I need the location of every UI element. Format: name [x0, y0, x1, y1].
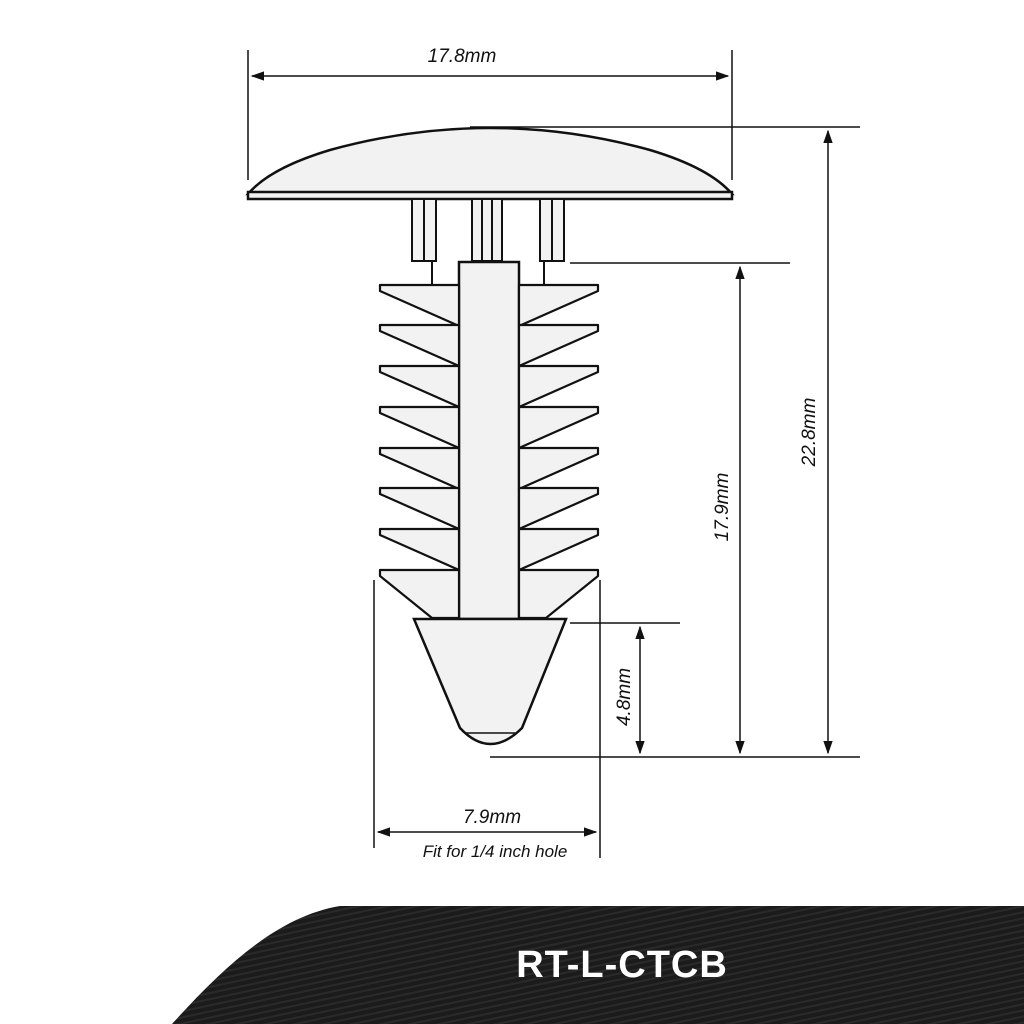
fin-diameter-label: 7.9mm — [463, 807, 521, 828]
head-width-label: 17.8mm — [428, 46, 497, 67]
fin-left — [378, 527, 461, 572]
shank-length-label: 17.9mm — [712, 473, 733, 542]
dimension-total-height: 22.8mm — [470, 126, 860, 758]
fin-left — [378, 486, 461, 531]
fin-right — [517, 568, 600, 620]
fin-left — [378, 323, 461, 368]
fin-left — [378, 568, 461, 620]
clip-tip — [412, 617, 568, 746]
total-height-label: 22.8mm — [799, 398, 820, 468]
fin-right — [517, 486, 600, 531]
fin-left — [378, 364, 461, 409]
dimension-tip-length: 4.8mm — [570, 622, 680, 755]
dimension-head-width: 17.8mm — [247, 46, 733, 180]
dimension-fin-diameter: 7.9mm Fit for 1/4 inch hole — [373, 580, 601, 861]
fin-left — [378, 446, 461, 491]
dimension-shank-length: 17.9mm — [570, 262, 790, 755]
center-shank — [457, 260, 521, 621]
fin-right — [517, 323, 600, 368]
fin-left — [378, 405, 461, 450]
tip-length-label: 4.8mm — [614, 668, 635, 726]
fit-note: Fit for 1/4 inch hole — [423, 842, 568, 861]
head-posts — [411, 198, 565, 285]
product-banner: RT-L-CTCB — [172, 906, 1024, 1024]
fin-right — [517, 364, 600, 409]
clip-head — [245, 126, 735, 201]
fin-right — [517, 527, 600, 572]
fin-stack — [378, 283, 600, 620]
fin-right — [517, 405, 600, 450]
fin-right — [517, 283, 600, 328]
fin-left — [378, 283, 461, 328]
product-code: RT-L-CTCB — [516, 944, 728, 986]
fin-right — [517, 446, 600, 491]
